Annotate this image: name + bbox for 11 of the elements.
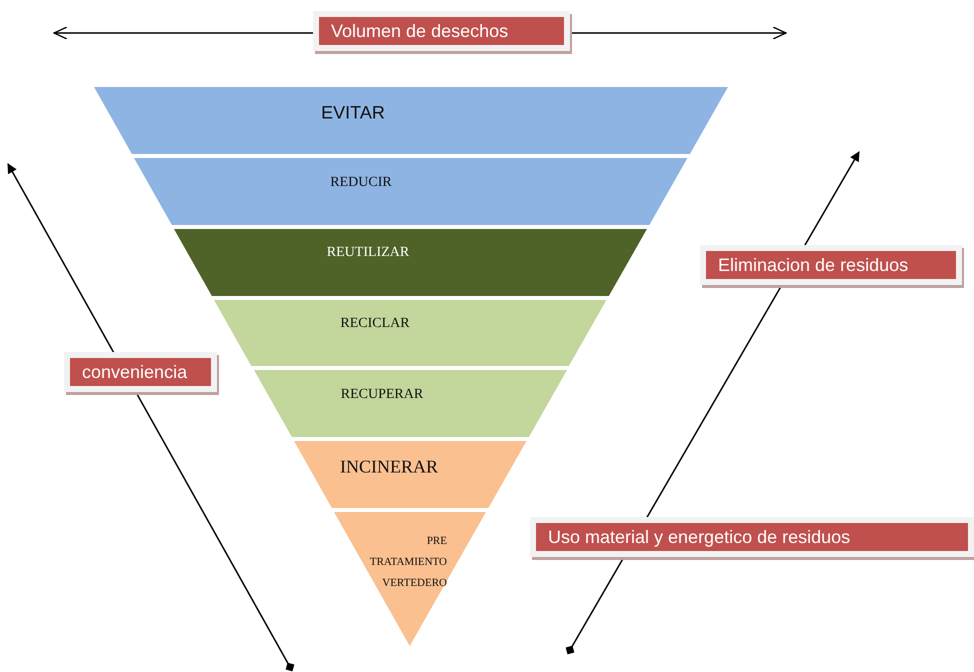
level-label: REDUCIR (330, 175, 392, 191)
callout-box: conveniencia (64, 352, 217, 392)
callout-box: Uso material y energetico de residuos (530, 517, 974, 557)
level-label: REUTILIZAR (326, 245, 410, 261)
callout-box: Eliminacion de residuos (700, 245, 962, 285)
callout-box: Volumen de desechos (313, 11, 570, 51)
level-label: PRE TRATAMIENTO VERTEDERO (368, 534, 447, 591)
level-label: INCINERAR (340, 456, 438, 478)
level-label: RECUPERAR (340, 387, 424, 403)
level-label: EVITAR (321, 102, 385, 124)
level-label: RECICLAR (340, 316, 410, 332)
